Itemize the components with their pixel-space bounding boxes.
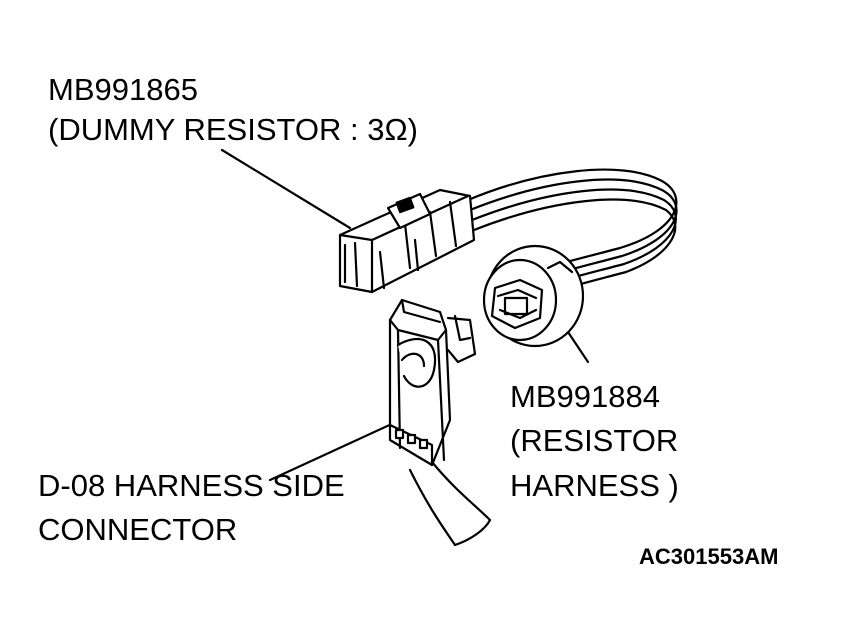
dummy-resistor-description: (DUMMY RESISTOR : 3Ω) — [48, 112, 418, 147]
harness-connector-label-line1: D-08 HARNESS SIDE — [38, 468, 345, 503]
resistor-harness-description-line1: (RESISTOR — [510, 423, 679, 458]
leader-dummy-resistor — [220, 148, 352, 230]
leader-harness-connector — [268, 420, 398, 482]
dummy-resistor-connector — [338, 188, 476, 294]
harness-wires — [466, 168, 678, 294]
figure-id: AC301553AM — [639, 544, 779, 569]
dummy-resistor-part-number: MB991865 — [48, 72, 198, 107]
d08-harness-side-connector — [388, 298, 492, 547]
harness-connector-label-line2: CONNECTOR — [38, 512, 238, 547]
resistor-harness-round-connector — [482, 244, 585, 348]
resistor-harness-description-line2: HARNESS ) — [510, 468, 679, 503]
resistor-harness-part-number: MB991884 — [510, 379, 660, 414]
